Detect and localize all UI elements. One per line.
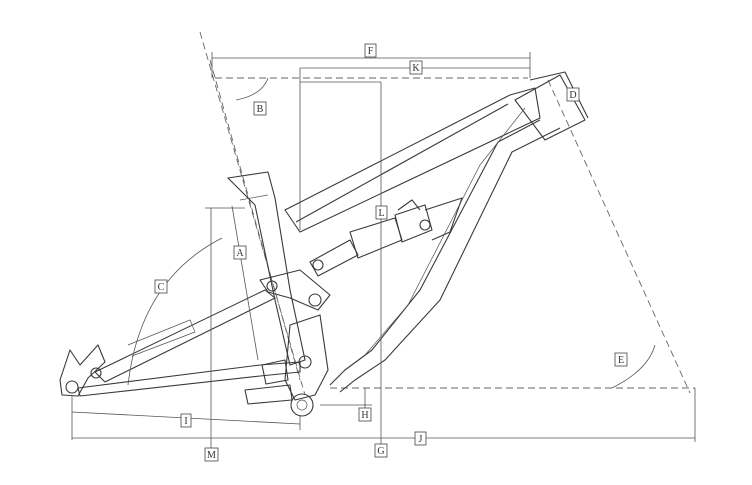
rear-dropout (59, 344, 106, 397)
top-tube-inner (295, 103, 509, 223)
angle-arc-e (611, 344, 656, 389)
svg-text:B: B (257, 104, 264, 115)
label-l: L (375, 205, 388, 220)
rocker-pivot-1 (266, 280, 278, 292)
label-k: K (409, 60, 423, 75)
seat-stay (94, 289, 276, 383)
seat-tube-body (227, 171, 306, 366)
seat-tube-angle-line (199, 31, 306, 396)
down-tube-detail (364, 107, 526, 356)
label-c: C (154, 279, 168, 294)
seat-axis-line (209, 59, 301, 381)
svg-text:E: E (618, 355, 624, 366)
shock-knob (397, 199, 421, 211)
shock-reservoir (394, 204, 433, 243)
bb-junction (284, 314, 329, 401)
label-m: M (204, 447, 219, 462)
front-triangle (284, 71, 589, 393)
rear-triangle (59, 289, 301, 397)
svg-text:L: L (378, 208, 384, 219)
bottom-bracket-area (244, 314, 329, 417)
label-e: E (614, 352, 628, 367)
label-i: I (180, 413, 192, 428)
shock-lower-pivot (312, 259, 324, 271)
shock-upper-pivot (419, 219, 431, 231)
seat-tube (227, 171, 306, 366)
reference-lines (199, 31, 695, 396)
dimension-labels: F K D B L A C E (154, 43, 628, 462)
seat-tube-collar (239, 194, 269, 201)
svg-text:G: G (377, 446, 384, 457)
link-plate (261, 359, 289, 385)
svg-text:H: H (361, 410, 368, 421)
svg-text:K: K (412, 63, 420, 74)
angle-arc-c (127, 237, 223, 386)
dimension-lines (71, 52, 696, 455)
svg-text:F: F (368, 46, 374, 57)
label-f: F (364, 43, 377, 58)
top-tube (284, 87, 541, 233)
bottom-bracket-inner (296, 399, 308, 411)
head-tube-angle-line (547, 79, 691, 394)
label-g: G (374, 443, 388, 458)
dim-line-a (231, 205, 259, 361)
label-j: J (414, 431, 427, 446)
shock-can (349, 217, 403, 259)
shock-body (309, 239, 359, 277)
rear-axle (65, 380, 79, 394)
label-b: B (253, 101, 267, 116)
svg-text:C: C (158, 282, 165, 293)
down-tube-upper (329, 119, 541, 386)
svg-text:I: I (184, 416, 187, 427)
rear-shock (309, 197, 463, 277)
rocker-pivot-2 (308, 293, 322, 307)
label-d: D (566, 87, 580, 102)
head-tube (514, 74, 586, 141)
down-tube-lower (339, 127, 561, 393)
angle-arc-b (235, 77, 269, 101)
lower-link (244, 384, 293, 405)
shock-mount (424, 197, 463, 241)
head-tube-top (529, 71, 589, 119)
svg-text:A: A (236, 248, 244, 259)
svg-text:D: D (569, 90, 576, 101)
bottom-bracket (290, 393, 314, 417)
main-pivot (298, 355, 312, 369)
svg-text:J: J (419, 434, 423, 445)
svg-text:M: M (207, 450, 216, 461)
seat-stay-detail (127, 319, 196, 357)
chain-stay (77, 361, 301, 397)
label-h: H (358, 407, 372, 422)
label-a: A (233, 245, 247, 260)
seat-stay-pivot (90, 367, 102, 379)
